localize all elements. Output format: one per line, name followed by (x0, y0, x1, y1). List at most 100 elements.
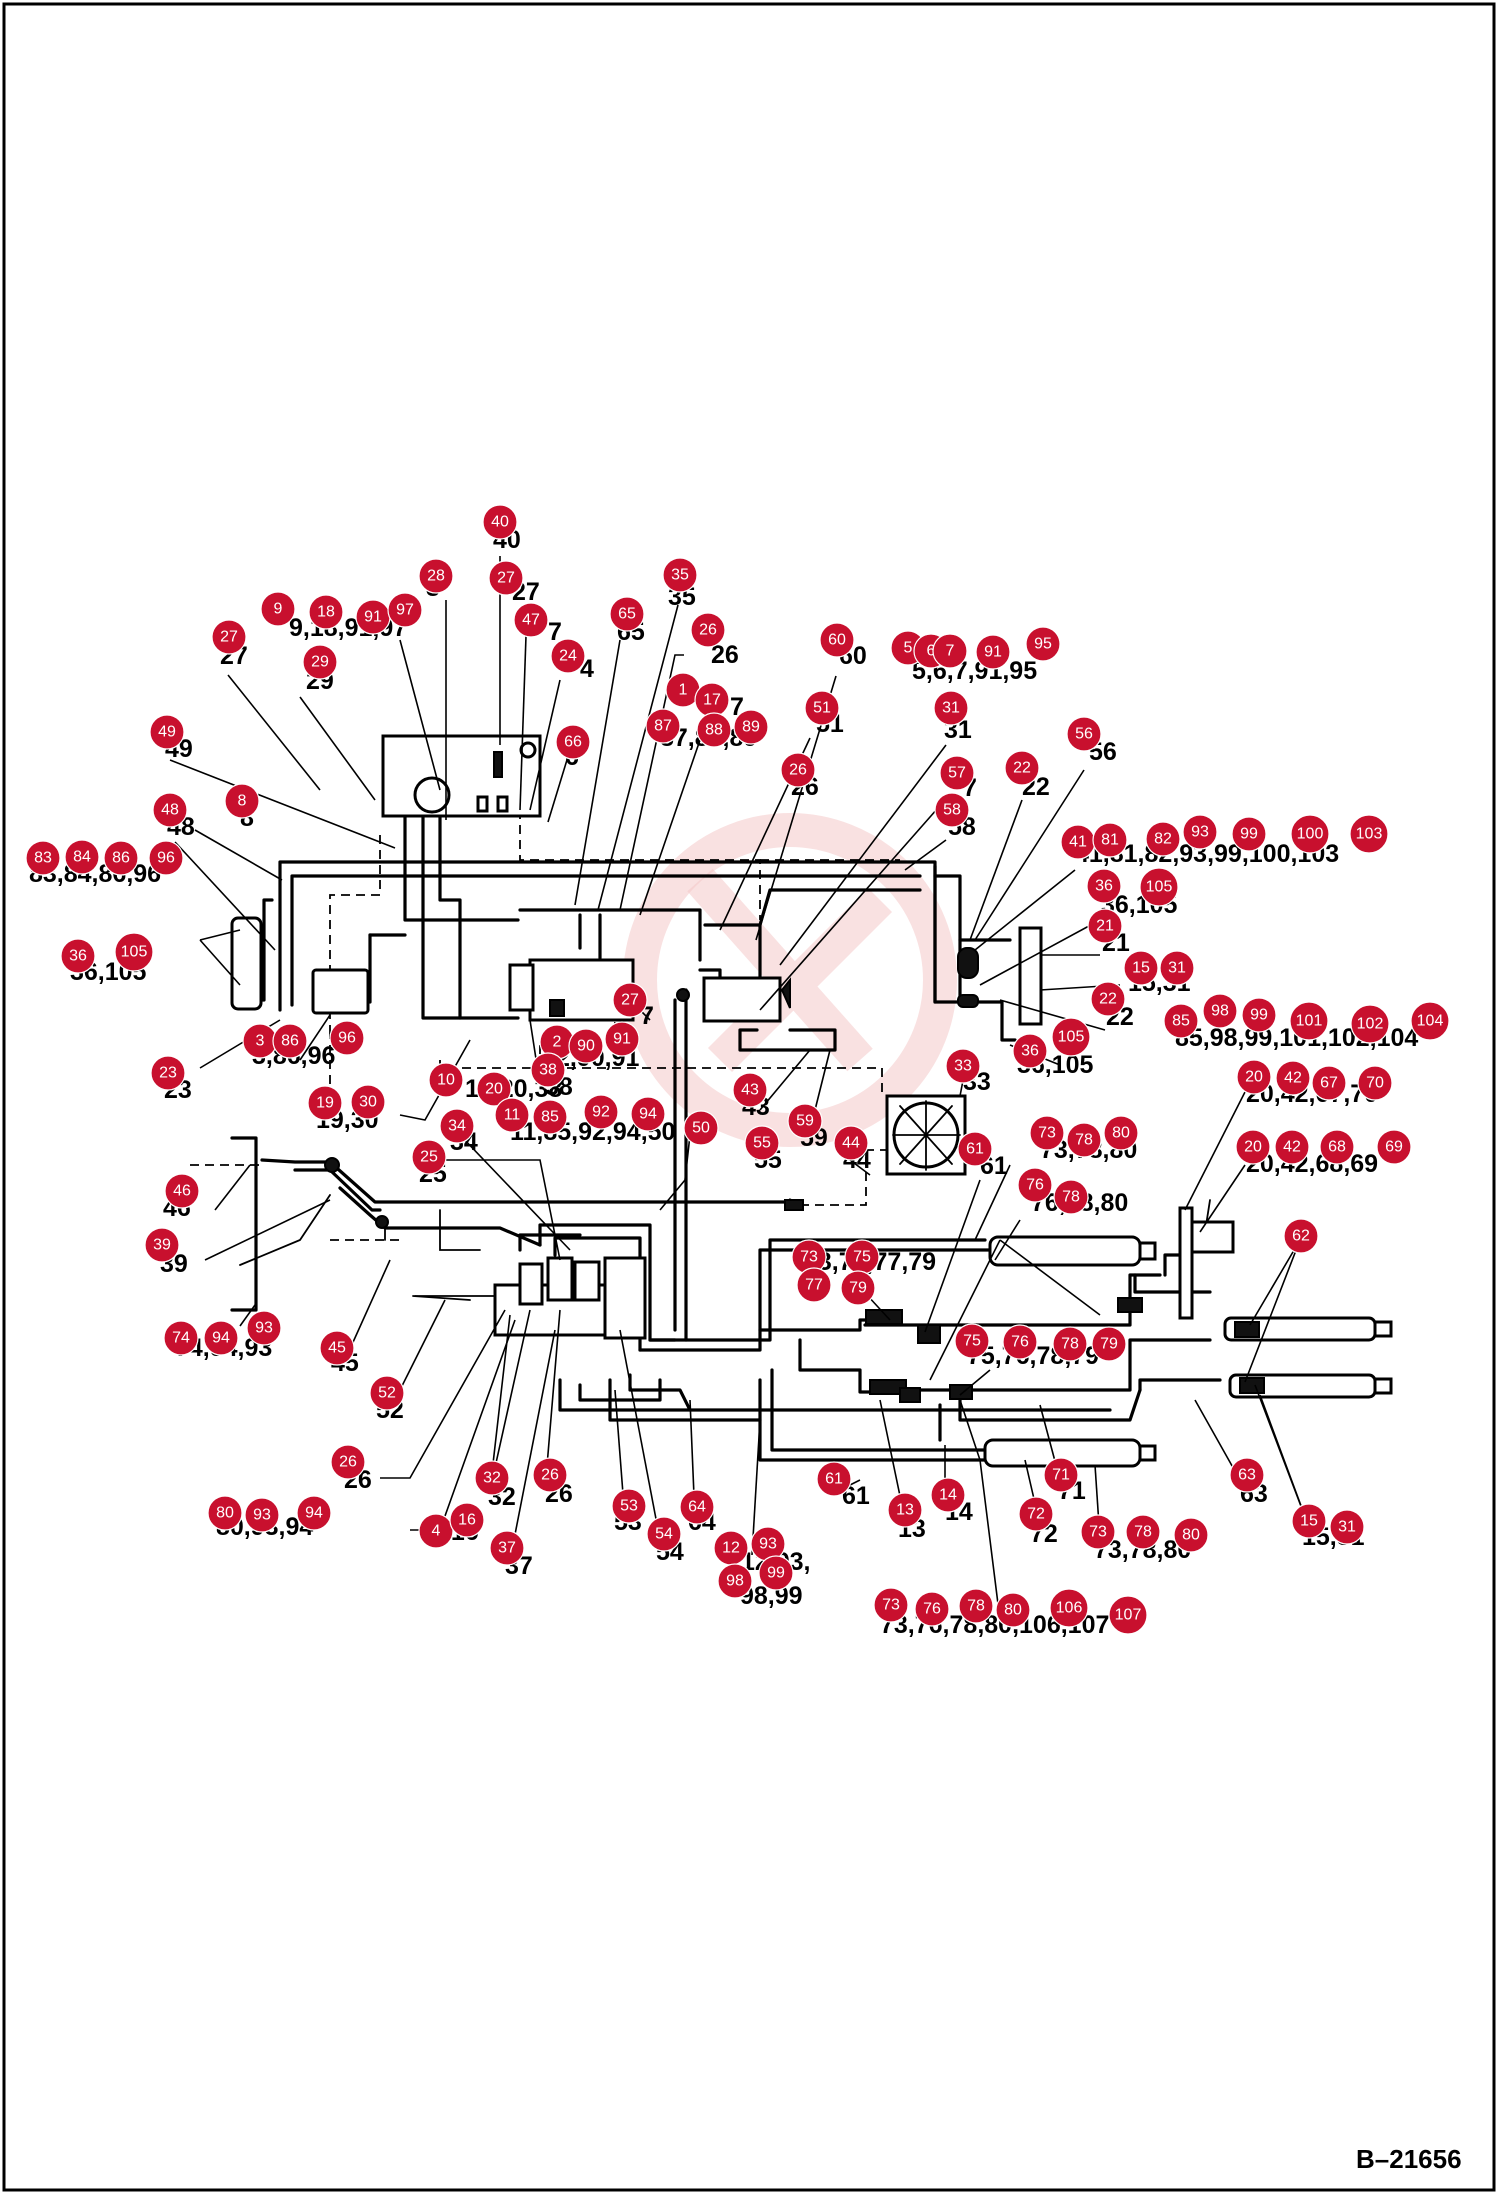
callout-bubble[interactable]: 31 (933, 690, 969, 726)
callout-bubble[interactable]: 65 (609, 596, 645, 632)
callout-circle[interactable] (1053, 1179, 1089, 1215)
callout-bubble[interactable]: 34 (439, 1108, 475, 1144)
callout-circle[interactable] (550, 638, 586, 674)
callout-bubble[interactable]: 73 (1029, 1115, 1065, 1151)
callout-bubble[interactable]: 26 (780, 752, 816, 788)
callout-bubble[interactable]: 103 (1349, 814, 1389, 854)
callout-circle[interactable] (690, 612, 726, 648)
callout-circle[interactable] (1275, 1060, 1311, 1096)
callout-circle[interactable] (1043, 1457, 1079, 1493)
callout-bubble[interactable]: 92 (583, 1094, 619, 1130)
callout-circle[interactable] (1103, 1115, 1139, 1151)
callout-bubble[interactable]: 43 (732, 1072, 768, 1108)
callout-bubble[interactable]: 22 (1004, 750, 1040, 786)
callout-circle[interactable] (1319, 1129, 1355, 1165)
callout-bubble[interactable]: 60 (819, 622, 855, 658)
callout-circle[interactable] (932, 633, 968, 669)
callout-circle[interactable] (330, 1444, 366, 1480)
callout-circle[interactable] (488, 560, 524, 596)
callout-bubble[interactable]: 91 (975, 634, 1011, 670)
callout-bubble[interactable]: 84 (64, 839, 100, 875)
callout-circle[interactable] (25, 840, 61, 876)
callout-circle[interactable] (662, 557, 698, 593)
callout-bubble[interactable]: 38 (530, 1052, 566, 1088)
callout-bubble[interactable]: 91 (604, 1021, 640, 1057)
callout-bubble[interactable]: 87 (645, 708, 681, 744)
callout-bubble[interactable]: 76 (1002, 1324, 1038, 1360)
callout-circle[interactable] (612, 982, 648, 1018)
callout-bubble[interactable]: 70 (1357, 1065, 1393, 1101)
callout-circle[interactable] (1092, 822, 1128, 858)
callout-bubble[interactable]: 36 (60, 938, 96, 974)
callout-circle[interactable] (244, 1497, 280, 1533)
callout-bubble[interactable]: 86 (272, 1023, 308, 1059)
callout-bubble[interactable]: 27 (488, 560, 524, 596)
callout-bubble[interactable]: 86 (103, 840, 139, 876)
callout-bubble[interactable]: 77 (796, 1267, 832, 1303)
callout-bubble[interactable]: 78 (1052, 1326, 1088, 1362)
callout-circle[interactable] (1159, 950, 1195, 986)
callout-bubble[interactable]: 80 (995, 1592, 1031, 1628)
callout-circle[interactable] (683, 1110, 719, 1146)
callout-bubble[interactable]: 94 (296, 1495, 332, 1531)
callout-bubble[interactable]: 98 (717, 1563, 753, 1599)
callout-circle[interactable] (914, 1591, 950, 1627)
callout-circle[interactable] (645, 708, 681, 744)
callout-circle[interactable] (150, 1055, 186, 1091)
callout-circle[interactable] (1086, 868, 1122, 904)
callout-circle[interactable] (532, 1099, 568, 1135)
callout-bubble[interactable]: 46 (164, 1173, 200, 1209)
callout-bubble[interactable]: 24 (550, 638, 586, 674)
callout-bubble[interactable]: 7 (932, 633, 968, 669)
callout-bubble[interactable]: 105 (1051, 1017, 1091, 1057)
callout-bubble[interactable]: 27 (211, 619, 247, 655)
callout-circle[interactable] (308, 594, 344, 630)
callout-circle[interactable] (1145, 821, 1181, 857)
callout-bubble[interactable]: 42 (1275, 1060, 1311, 1096)
callout-bubble[interactable]: 80 (207, 1495, 243, 1531)
callout-bubble[interactable]: 27 (612, 982, 648, 1018)
callout-bubble[interactable]: 75 (844, 1239, 880, 1275)
callout-circle[interactable] (1004, 750, 1040, 786)
callout-bubble[interactable]: 64 (679, 1489, 715, 1525)
callout-bubble[interactable]: 62 (1283, 1218, 1319, 1254)
callout-bubble[interactable]: 76 (1017, 1167, 1053, 1203)
callout-circle[interactable] (1002, 1324, 1038, 1360)
callout-bubble[interactable]: 56 (1066, 716, 1102, 752)
callout-circle[interactable] (796, 1267, 832, 1303)
callout-bubble[interactable]: 99 (1241, 997, 1277, 1033)
callout-bubble[interactable]: 36 (1086, 868, 1122, 904)
callout-circle[interactable] (958, 1588, 994, 1624)
callout-circle[interactable] (1283, 1218, 1319, 1254)
callout-circle[interactable] (1274, 1129, 1310, 1165)
callout-circle[interactable] (930, 1477, 966, 1513)
callout-circle[interactable] (482, 504, 518, 540)
callout-circle[interactable] (1017, 1167, 1053, 1203)
callout-bubble[interactable]: 105 (1139, 867, 1179, 907)
callout-circle[interactable] (1066, 716, 1102, 752)
callout-circle[interactable] (630, 1096, 666, 1132)
callout-bubble[interactable]: 101 (1289, 1001, 1329, 1041)
callout-bubble[interactable]: 96 (148, 840, 184, 876)
callout-circle[interactable] (1289, 1001, 1329, 1041)
callout-circle[interactable] (1350, 1004, 1390, 1044)
callout-circle[interactable] (696, 712, 732, 748)
callout-circle[interactable] (1349, 814, 1389, 854)
callout-bubble[interactable]: 22 (1090, 981, 1126, 1017)
callout-bubble[interactable]: 76 (914, 1591, 950, 1627)
callout-circle[interactable] (780, 752, 816, 788)
callout-bubble[interactable]: 61 (957, 1131, 993, 1167)
callout-bubble[interactable]: 98 (1202, 993, 1238, 1029)
callout-bubble[interactable]: 82 (1145, 821, 1181, 857)
callout-circle[interactable] (387, 592, 423, 628)
callout-bubble[interactable]: 63 (1229, 1457, 1265, 1493)
callout-circle[interactable] (1241, 997, 1277, 1033)
callout-circle[interactable] (530, 1052, 566, 1088)
callout-bubble[interactable]: 16 (449, 1502, 485, 1538)
callout-circle[interactable] (319, 1330, 355, 1366)
callout-bubble[interactable]: 107 (1108, 1595, 1148, 1635)
callout-circle[interactable] (532, 1457, 568, 1493)
callout-circle[interactable] (679, 1489, 715, 1525)
callout-circle[interactable] (203, 1320, 239, 1356)
callout-bubble[interactable]: 89 (733, 709, 769, 745)
